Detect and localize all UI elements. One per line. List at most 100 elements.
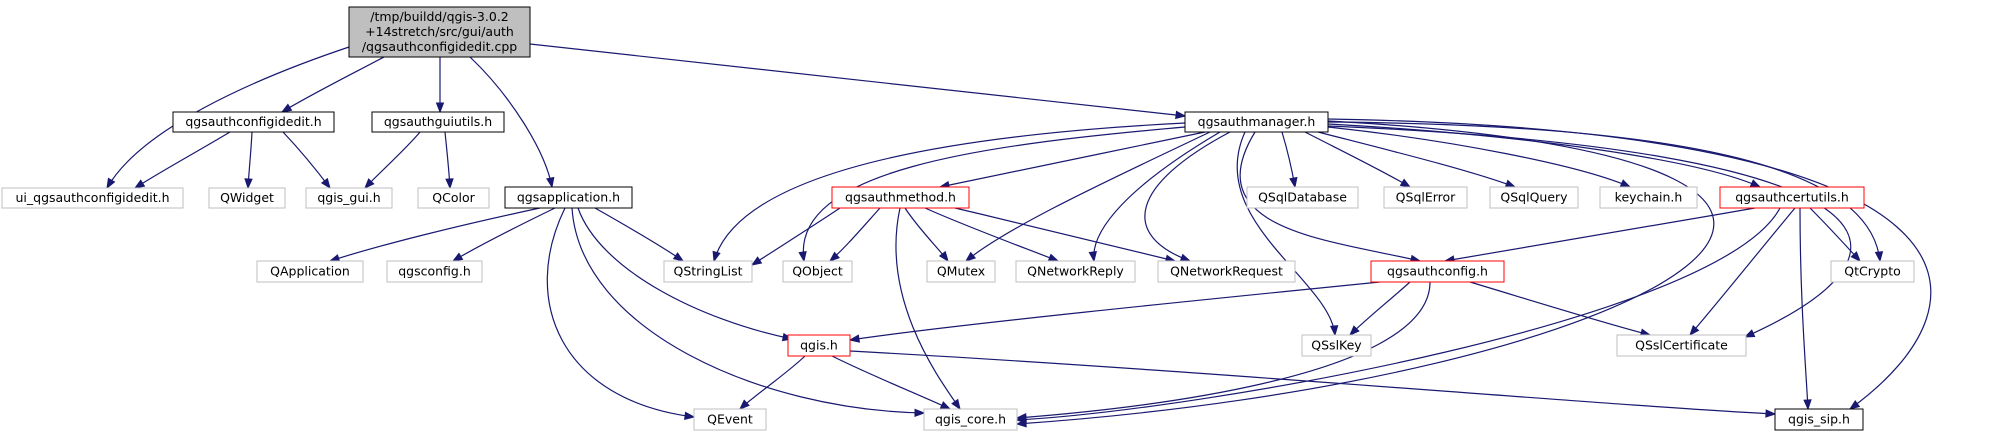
node-box [923, 408, 1018, 431]
node-qgsauthmethod-h[interactable]: qgsauthmethod.h [831, 186, 970, 209]
node-QSslKey[interactable]: QSslKey [1301, 334, 1372, 357]
edge-qgsauthconfig_h-to-qgis_h [848, 281, 1381, 343]
node-qgis-sip-h[interactable]: qgis_sip.h [1774, 408, 1864, 431]
edge-line [1799, 207, 1809, 410]
node-QApplication[interactable]: QApplication [256, 260, 364, 283]
node-QSqlDatabase[interactable]: QSqlDatabase [1246, 186, 1359, 209]
edge-arrowhead [1504, 179, 1517, 188]
edge-qgsauthcertutils_h-to-QtCrypto [1809, 207, 1861, 263]
edge-qgsauthconfig_h-to-QSslKey [1349, 281, 1411, 336]
edge-line [571, 207, 925, 414]
edge-qgsauthmethod_h-to-QNetworkRequest [954, 207, 1177, 263]
node-qgis-h[interactable]: qgis.h [787, 334, 851, 357]
edge-qgsauthcertutils_h-to-qgsauthconfig_h [1443, 207, 1756, 264]
edge-arrowhead [738, 399, 750, 410]
node-qgsconfig-h[interactable]: qgsconfig.h [386, 260, 483, 283]
node-keychain-h[interactable]: keychain.h [1599, 186, 1698, 209]
edge-line [954, 207, 1176, 262]
node-label: qgis_gui.h [317, 190, 380, 205]
node-box [417, 187, 490, 209]
node-ui-qgsauthconfigidedit-h[interactable]: ui_qgsauthconfigidedit.h [1, 187, 184, 209]
edge-line [106, 45, 353, 189]
node-qgsauthmanager-h[interactable]: qgsauthmanager.h [1184, 111, 1329, 133]
node-QNetworkReply[interactable]: QNetworkReply [1015, 260, 1136, 283]
node-QSqlQuery[interactable]: QSqlQuery [1489, 186, 1579, 209]
node-box [693, 408, 767, 431]
edge-qgsauthconfigidedit_h-to-QWidget [244, 131, 253, 190]
edge-arrowhead [848, 334, 861, 343]
edge-qgsauthmanager_h-to-QNetworkRequest [1144, 131, 1231, 262]
edge-qgsauthmanager_h-to-QSslKey [1236, 131, 1339, 337]
edge-line [1444, 207, 1756, 262]
edge-arrowhead [914, 408, 926, 418]
node-label: QWidget [220, 190, 274, 205]
edge-line [1327, 123, 1761, 188]
edge-line [329, 207, 541, 262]
node-box [348, 6, 531, 58]
edge-qgsauthconfig_h-to-qgis_core_h [1015, 281, 1431, 422]
edge-qgsauthmanager_h-to-qgsauthmethod_h [938, 131, 1206, 190]
edge-line [713, 122, 1186, 262]
edge-qgsauthcertutils_h-to-qgis_core_h [1015, 207, 1781, 424]
node-qgsapplication-h[interactable]: qgsapplication.h [504, 186, 633, 209]
edge-qgsapplication_h-to-qgsconfig_h [451, 207, 556, 262]
node-QNetworkRequest[interactable]: QNetworkRequest [1157, 260, 1296, 283]
edge-line [282, 131, 331, 189]
node-label: QSqlQuery [1500, 190, 1568, 205]
node-qgsauthguiutils-h[interactable]: qgsauthguiutils.h [371, 111, 505, 133]
node-QObject[interactable]: QObject [782, 260, 853, 283]
node-box [1246, 186, 1359, 209]
edge-root-to-ui_qgsauthconfigidedit_h [106, 45, 353, 190]
node-QStringList[interactable]: QStringList [663, 260, 753, 283]
edge-arrowhead [320, 177, 331, 190]
node-qgis-core-h[interactable]: qgis_core.h [923, 408, 1018, 431]
edge-line [134, 131, 231, 189]
edge-line [1239, 131, 1421, 262]
edge-qgsauthguiutils_h-to-qgis_gui_h [364, 131, 421, 190]
edge-qgsauthmanager_h-to-QSqlError [1304, 131, 1412, 188]
edge-line [895, 207, 961, 410]
edge-line [829, 207, 881, 262]
edge-qgsapplication_h-to-QApplication [328, 207, 541, 263]
node-QEvent[interactable]: QEvent [693, 408, 767, 431]
nodes-layer: /tmp/buildd/qgis-3.0.2+14stretch/src/gui… [1, 6, 1915, 431]
node-qgsauthconfig-h[interactable]: qgsauthconfig.h [1370, 260, 1505, 283]
node-box [1, 187, 184, 209]
edge-qgsauthguiutils_h-to-QColor [444, 131, 454, 190]
node-box [1157, 260, 1296, 283]
edge-line [1236, 131, 1336, 336]
node-QMutex[interactable]: QMutex [926, 260, 996, 283]
node-QSslCertificate[interactable]: QSslCertificate [1616, 334, 1747, 357]
edge-qgsapplication_h-to-qgis_core_h [571, 207, 926, 418]
edge-line [1093, 131, 1221, 262]
node-label: qgsauthguiutils.h [384, 114, 492, 129]
edge-line [364, 131, 421, 189]
node-label: QNetworkRequest [1170, 264, 1283, 279]
edge-qgsauthmethod_h-to-qgis_core_h [895, 207, 961, 411]
node-qgis-gui-h[interactable]: qgis_gui.h [305, 187, 393, 209]
node-QWidget[interactable]: QWidget [208, 187, 286, 209]
edge-arrowhead [364, 178, 375, 190]
node-label: qgsauthcertutils.h [1735, 190, 1849, 205]
edge-arrowhead [1015, 413, 1027, 422]
node-label: QEvent [707, 412, 753, 427]
edge-arrowhead [1803, 399, 1812, 411]
node-qgsauthconfigidedit-h[interactable]: qgsauthconfigidedit.h [172, 111, 335, 133]
edge-qgsauthmethod_h-to-QMutex [904, 207, 949, 263]
edge-arrowhead [964, 251, 977, 262]
edge-line [939, 131, 1206, 188]
edge-arrowhead [1689, 325, 1700, 337]
node-QSqlError[interactable]: QSqlError [1383, 186, 1468, 209]
node-label: +14stretch/src/gui/auth [365, 24, 514, 39]
node-QColor[interactable]: QColor [417, 187, 490, 209]
node-QtCrypto[interactable]: QtCrypto [1830, 260, 1915, 283]
edge-arrowhead [798, 250, 807, 263]
edge-line [751, 207, 841, 266]
edge-arrowhead [280, 103, 293, 113]
edge-arrowhead [435, 102, 445, 114]
node-label: ui_qgsauthconfigidedit.h [16, 190, 170, 205]
node-qgsauthcertutils-h[interactable]: qgsauthcertutils.h [1719, 186, 1865, 209]
node-label: QStringList [674, 264, 743, 279]
node-box [504, 186, 633, 209]
node-box [787, 334, 851, 357]
